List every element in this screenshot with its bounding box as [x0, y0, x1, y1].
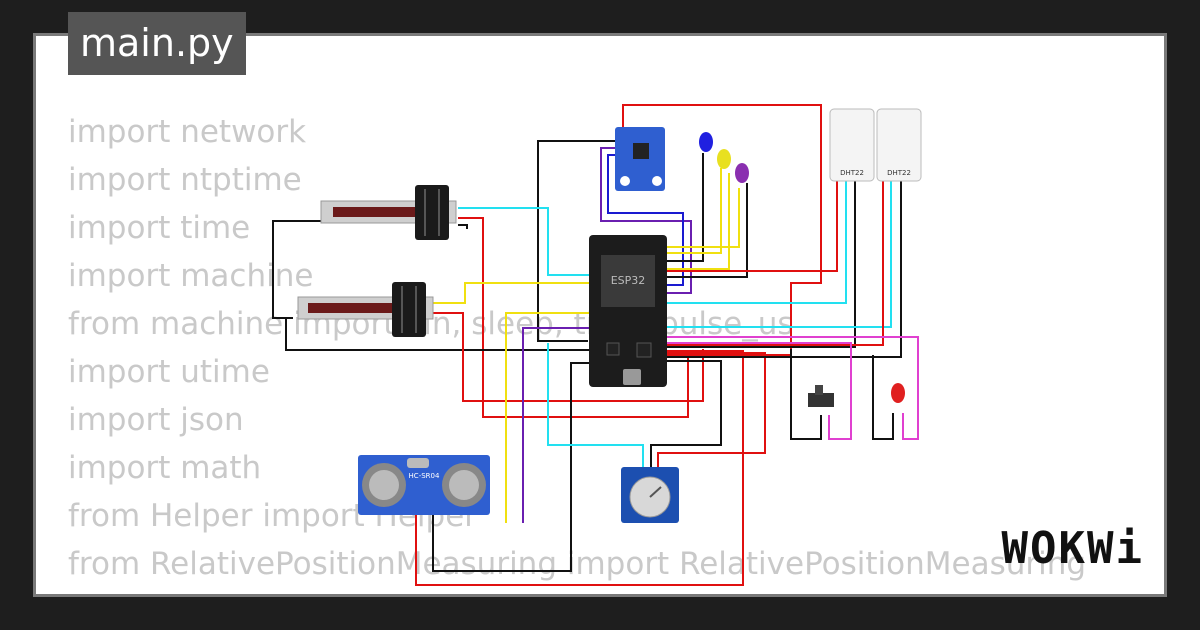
- wire: [665, 173, 856, 348]
- wire: [272, 220, 321, 319]
- rotary-potentiometer: [621, 467, 679, 523]
- dht22-sensor-1: DHT22: [829, 108, 875, 182]
- code-line: import utime: [68, 354, 270, 390]
- led-red: [891, 383, 905, 403]
- wire: [665, 342, 852, 440]
- code-line: import math: [68, 450, 262, 486]
- wire: [458, 217, 689, 418]
- code-line: import json: [68, 402, 244, 438]
- dht22-label: DHT22: [840, 169, 864, 177]
- wire: [665, 168, 722, 254]
- led-yellow: [717, 149, 731, 169]
- wire: [665, 153, 704, 262]
- wire: [522, 327, 589, 523]
- wire: [665, 173, 730, 270]
- circuit-diagram: DHT22 DHT22 ESP32 HC-SR04: [272, 104, 922, 586]
- code-line: from RelativePositionMeasuring import Re…: [68, 546, 1087, 582]
- dht22-sensor-2: DHT22: [876, 108, 922, 182]
- code-line: import time: [68, 210, 251, 246]
- wires: [272, 104, 919, 586]
- file-title-tab: main.py: [68, 12, 246, 75]
- wire: [665, 188, 740, 248]
- wire: [665, 173, 892, 328]
- wire: [607, 154, 684, 286]
- wire: [790, 349, 822, 440]
- wire: [665, 183, 748, 278]
- wokwi-preview-canvas: import network import ntptime import tim…: [33, 33, 1167, 597]
- slide-switch: [808, 385, 834, 407]
- hc-sr04-sensor: HC-SR04: [358, 455, 490, 515]
- code-line: import network: [68, 114, 307, 150]
- wire: [433, 312, 704, 402]
- wire: [505, 312, 589, 523]
- wire: [665, 173, 884, 346]
- wire: [657, 352, 766, 467]
- wire: [415, 350, 744, 586]
- wire: [600, 147, 692, 294]
- slide-potentiometer-2: [297, 282, 434, 337]
- wire: [285, 317, 589, 351]
- led-blue: [699, 132, 713, 152]
- slide-potentiometer-1: [320, 185, 457, 240]
- esp32-label: ESP32: [611, 274, 646, 287]
- hc-sr04-label: HC-SR04: [409, 472, 440, 480]
- wire: [872, 355, 894, 440]
- wire: [665, 173, 838, 272]
- wire: [665, 336, 919, 440]
- esp32-board: ESP32: [589, 235, 667, 387]
- led-purple: [735, 163, 749, 183]
- wire: [650, 360, 722, 467]
- wire: [537, 140, 621, 342]
- code-line: import ntptime: [68, 162, 302, 198]
- wire: [547, 343, 644, 467]
- wire: [433, 282, 589, 304]
- mpu6050-board: [615, 127, 665, 191]
- wire: [458, 224, 468, 229]
- dht22-label: DHT22: [887, 169, 911, 177]
- wire: [458, 207, 589, 276]
- wokwi-logo: WOKWi: [1001, 523, 1144, 574]
- wire: [665, 173, 902, 358]
- wire: [665, 173, 847, 304]
